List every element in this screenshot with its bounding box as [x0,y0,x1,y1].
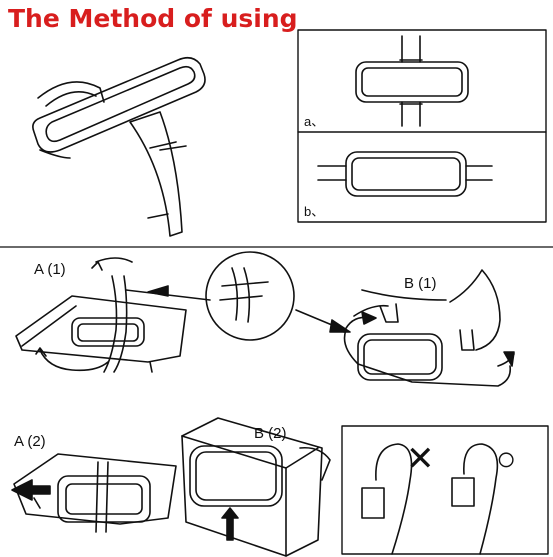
correct-mark-icon: ○ [496,440,517,478]
correct-vs-wrong-panel [341,425,549,555]
step-b1-illustration [343,269,515,387]
hanger-strap-illustration [32,56,206,237]
label-A1: A (1) [34,261,66,278]
step-a2-illustration [13,453,177,533]
label-b: b、 [304,204,324,219]
label-B2: B (2) [254,425,287,442]
page-title: The Method of using [8,4,298,33]
label-A2: A (2) [14,433,46,450]
step-a1-illustration [15,257,187,373]
views-ab-panel [297,29,547,223]
label-B1: B (1) [404,275,437,292]
step-b2-illustration [181,417,331,557]
label-a: a、 [304,114,324,129]
detail-magnifier [125,251,345,341]
wrong-mark-icon: ✕ [406,440,435,478]
